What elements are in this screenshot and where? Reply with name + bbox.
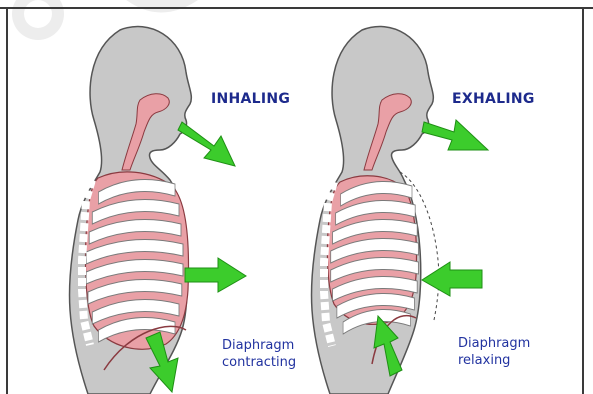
inhaling-heading: INHALING [211,91,290,107]
exhaling-caption: Diaphragm relaxing [458,335,530,369]
exhaling-heading: EXHALING [452,91,535,107]
inhaling-nose-arrow-icon [178,122,235,166]
inhaling-caption-line-2: contracting [222,354,296,371]
inhaling-chest-arrow-icon [185,258,246,292]
inhaling-caption: Diaphragm contracting [222,337,296,371]
exhaling-caption-line-1: Diaphragm [458,335,530,352]
inhaling-caption-line-1: Diaphragm [222,337,296,354]
inhaling-figure [69,26,246,394]
exhaling-caption-line-2: relaxing [458,352,530,369]
exhaling-nose-arrow-icon [422,120,488,150]
exhaling-chest-arrow-icon [422,262,482,296]
